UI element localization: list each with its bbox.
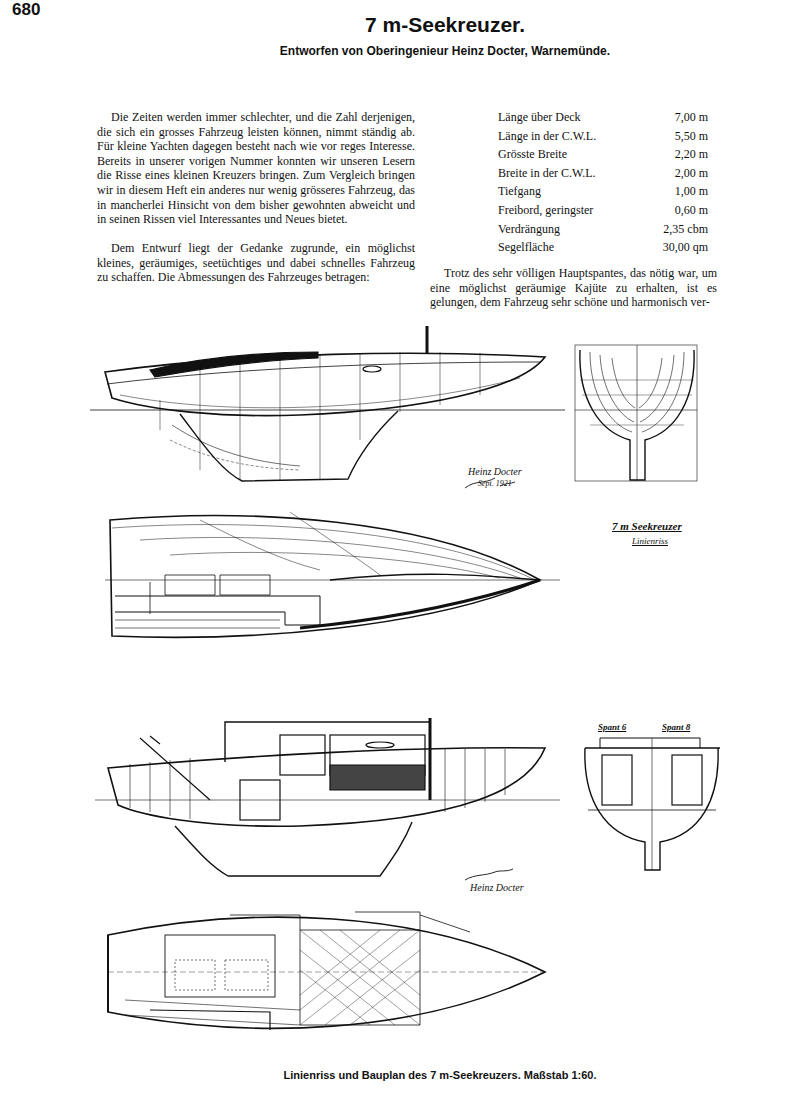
table-label: Breite in der C.W.L. — [498, 166, 596, 180]
body-paragraph: Dem Entwurf liegt der Gedanke zugrunde, … — [97, 241, 415, 285]
page-title: 7 m-Seekreuzer. — [245, 12, 645, 37]
body-paragraph: Trotz des sehr völligen Hauptspantes, da… — [430, 266, 717, 310]
drawing-subtitle: Linienriss — [632, 536, 668, 547]
table-label: Tiefgang — [498, 184, 541, 198]
interior-profile — [95, 718, 560, 880]
table-label: Verdrängung — [498, 222, 560, 236]
drawing-title: 7 m Seekreuzer — [612, 520, 682, 533]
table-value: 2,20 m — [630, 147, 708, 161]
half-breadth-plan — [105, 512, 560, 637]
body-plan — [575, 345, 697, 481]
table-value: 1,00 m — [630, 184, 708, 198]
midship-section — [585, 738, 720, 870]
signature: Heinz Docter — [468, 466, 522, 478]
table-value: 5,50 m — [630, 129, 708, 143]
section-label: Spant 6 — [598, 722, 626, 733]
author-line: Entworfen von Oberingenieur Heinz Docter… — [240, 44, 650, 58]
table-value: 0,60 m — [630, 203, 708, 217]
table-value: 2,00 m — [630, 166, 708, 180]
accommodation-plan — [108, 912, 545, 1030]
table-value: 2,35 cbm — [630, 222, 708, 236]
table-label: Grösste Breite — [498, 147, 567, 161]
table-label: Segelfläche — [498, 240, 554, 254]
signature-date: Sept. 1921 — [478, 479, 512, 489]
table-value: 30,00 qm — [630, 240, 708, 254]
table-label: Länge über Deck — [498, 110, 581, 124]
page-number: 680 — [12, 0, 40, 20]
table-label: Freibord, geringster — [498, 203, 593, 217]
table-label: Länge in der C.W.L. — [498, 129, 596, 143]
section-label: Spant 8 — [662, 722, 690, 733]
signature: Heinz Docter — [470, 882, 524, 894]
table-value: 7,00 m — [630, 110, 708, 124]
body-paragraph: Die Zeiten werden immer schlechter, und … — [97, 110, 415, 227]
profile-lines — [90, 326, 565, 488]
figure-caption: Linienriss und Bauplan des 7 m-Seekreuze… — [180, 1069, 700, 1082]
